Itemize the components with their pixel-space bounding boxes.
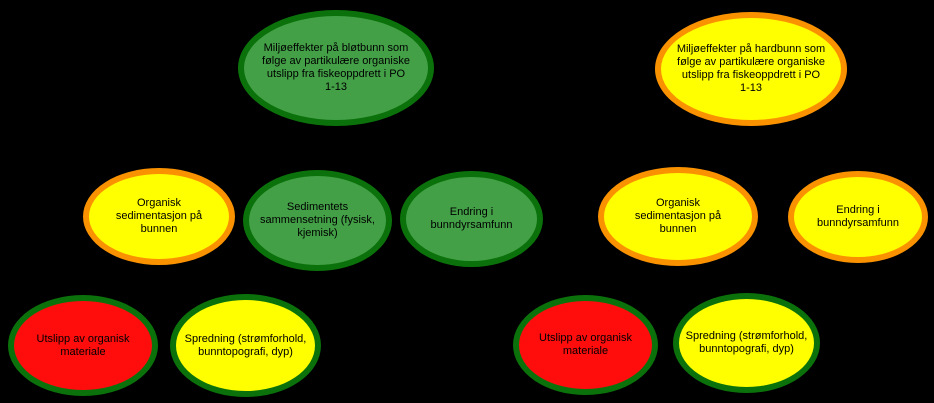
node-utslipp-organisk-blotbunn: Utslipp av organisk materiale xyxy=(8,295,158,396)
node-miljoeffekter-hardbunn: Miljøeffekter på hardbunn som følge av p… xyxy=(655,12,847,126)
node-label: Miljøeffekter på hardbunn som følge av p… xyxy=(676,43,826,94)
node-miljoeffekter-blotbunn: Miljøeffekter på bløtbunn som følge av p… xyxy=(238,10,434,126)
node-organisk-sedimentasjon-hardbunn: Organisk sedimentasjon på bunnen xyxy=(598,167,758,266)
node-sedimentets-sammensetning: Sedimentets sammensetning (fysisk, kjemi… xyxy=(243,170,392,271)
node-label: Spredning (strømforhold, bunntopografi, … xyxy=(184,332,307,358)
node-label: Organisk sedimentasjon på bunnen xyxy=(115,197,203,235)
node-utslipp-organisk-hardbunn: Utslipp av organisk materiale xyxy=(513,295,658,395)
node-label: Utslipp av organisk materiale xyxy=(36,332,130,358)
node-label: Utslipp av organisk materiale xyxy=(539,332,632,357)
node-label: Miljøeffekter på bløtbunn som følge av p… xyxy=(262,42,410,93)
node-endring-bunndyrsamfunn-blotbunn: Endring i bunndyrsamfunn xyxy=(400,171,543,267)
node-spredning-hardbunn: Spredning (strømforhold, bunntopografi, … xyxy=(673,293,820,393)
node-organisk-sedimentasjon-blotbunn: Organisk sedimentasjon på bunnen xyxy=(83,168,235,265)
node-label: Endring i bunndyrsamfunn xyxy=(817,204,899,229)
node-label: Endring i bunndyrsamfunn xyxy=(430,206,513,231)
node-endring-bunndyrsamfunn-hardbunn: Endring i bunndyrsamfunn xyxy=(788,171,928,263)
node-label: Spredning (strømforhold, bunntopografi, … xyxy=(685,330,808,355)
node-spredning-blotbunn: Spredning (strømforhold, bunntopografi, … xyxy=(170,294,321,397)
node-label: Sedimentets sammensetning (fysisk, kjemi… xyxy=(260,201,375,239)
node-label: Organisk sedimentasjon på bunnen xyxy=(634,197,722,235)
